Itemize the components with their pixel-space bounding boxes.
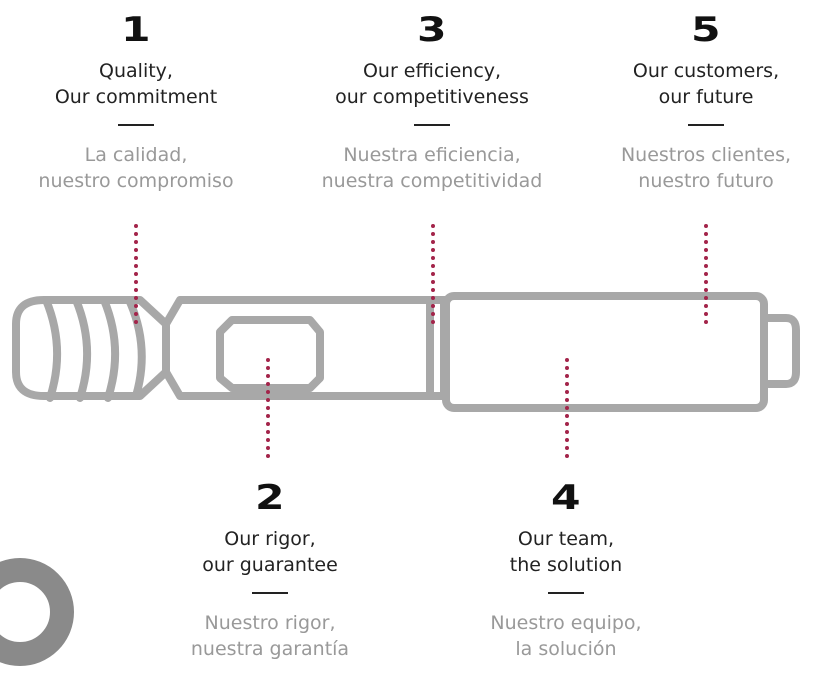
- divider: [252, 592, 288, 594]
- decorative-circle: [0, 558, 74, 666]
- item-number: 5: [691, 10, 721, 50]
- item-title-english: Our team, the solution: [509, 528, 623, 576]
- item-title-spanish: Nuestro equipo, la solución: [490, 612, 642, 660]
- item-5: 5 Our customers, our future Nuestros cli…: [556, 10, 815, 194]
- divider: [548, 592, 584, 594]
- shaft-middle-outline: [162, 296, 430, 400]
- item-number: 3: [417, 10, 447, 50]
- divider: [118, 124, 154, 126]
- item-title-english: Our efficiency, our competitiveness: [335, 60, 529, 108]
- thread-lines: [42, 296, 146, 402]
- cylinder-outline: [442, 292, 768, 412]
- item-2: 2 Our rigor, our guarantee Nuestro rigor…: [120, 478, 420, 662]
- item-title-spanish: Nuestra eficiencia, nuestra competitivid…: [321, 144, 543, 192]
- item-4: 4 Our team, the solution Nuestro equipo,…: [416, 478, 716, 662]
- keyway-slot-outline: [216, 316, 324, 392]
- divider: [414, 124, 450, 126]
- item-number: 2: [255, 478, 285, 518]
- item-title-english: Our customers, our future: [632, 60, 780, 108]
- item-title-english: Our rigor, our guarantee: [202, 528, 338, 576]
- item-title-english: Quality, Our commitment: [54, 60, 218, 108]
- item-title-spanish: Nuestros clientes, nuestro futuro: [620, 144, 792, 192]
- item-title-spanish: Nuestro rigor, nuestra garantía: [190, 612, 350, 660]
- divider: [688, 124, 724, 126]
- item-number: 1: [121, 10, 151, 50]
- item-3: 3 Our efficiency, our competitiveness Nu…: [282, 10, 582, 194]
- end-tip-outline: [764, 314, 800, 388]
- item-title-spanish: La calidad, nuestro compromiso: [38, 144, 234, 192]
- item-number: 4: [551, 478, 581, 518]
- item-1: 1 Quality, Our commitment La calidad, nu…: [0, 10, 286, 194]
